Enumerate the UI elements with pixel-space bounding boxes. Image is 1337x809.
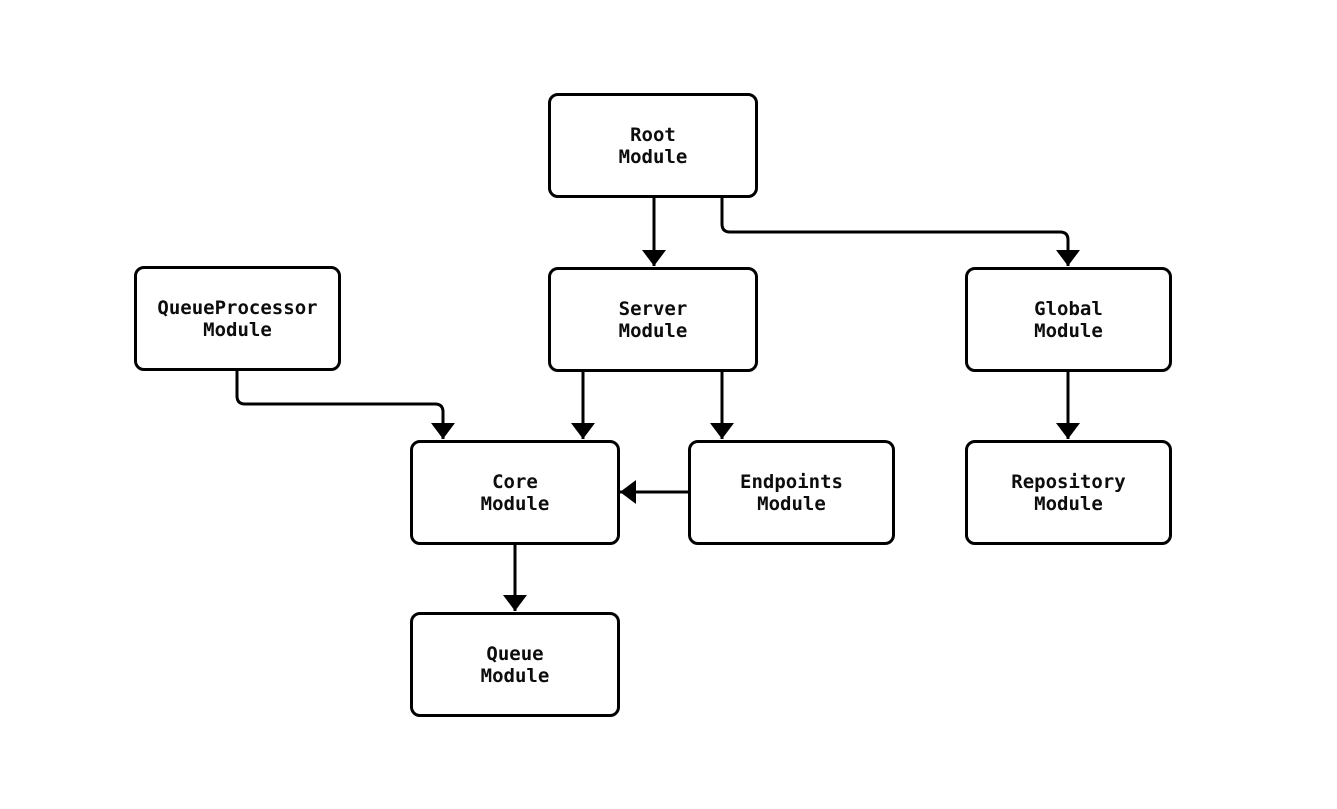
node-core-module: Core Module (410, 440, 620, 545)
node-endpoints-module: Endpoints Module (688, 440, 895, 545)
node-repository-module-label: Repository Module (1011, 470, 1126, 515)
node-server-module: Server Module (548, 267, 758, 372)
node-root-module: Root Module (548, 93, 758, 198)
node-core-module-label: Core Module (480, 470, 550, 515)
node-queue-module-label: Queue Module (480, 642, 550, 687)
node-queueprocessor-module: QueueProcessor Module (134, 266, 341, 371)
node-endpoints-module-label: Endpoints Module (740, 470, 843, 515)
node-queue-module: Queue Module (410, 612, 620, 717)
node-root-module-label: Root Module (618, 123, 688, 168)
node-global-module: Global Module (965, 267, 1172, 372)
edge-root-module-to-global-module (720, 198, 1080, 266)
node-server-module-label: Server Module (618, 297, 688, 342)
node-global-module-label: Global Module (1034, 297, 1103, 342)
edge-queueprocessor-module-to-core-module (235, 371, 455, 439)
node-queueprocessor-module-label: QueueProcessor Module (157, 296, 318, 341)
node-repository-module: Repository Module (965, 440, 1172, 545)
